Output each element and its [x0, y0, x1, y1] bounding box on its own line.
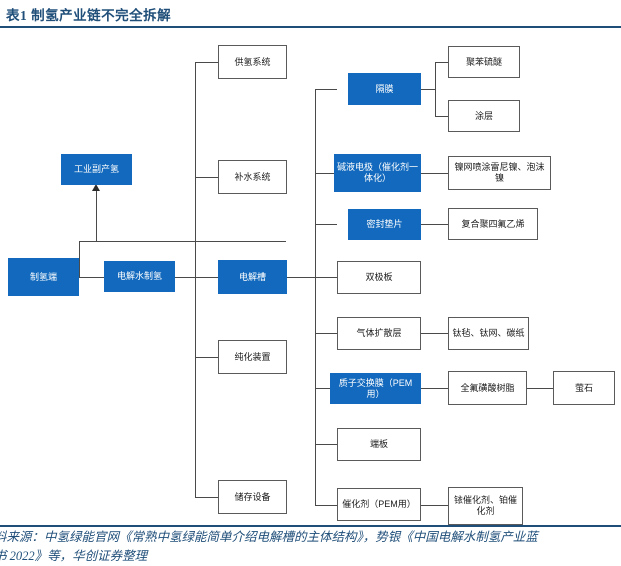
node-iridium-platinum-catalyst[interactable]: 铱催化剂、铂催化剂: [448, 487, 523, 525]
node-nickel-mesh-raney-foam[interactable]: 镍网喷涂雷尼镍、泡沫镍: [448, 156, 551, 190]
node-storage-equipment[interactable]: 储存设备: [218, 480, 287, 514]
branch-l2-1: [195, 177, 219, 178]
node-diaphragm[interactable]: 隔膜: [348, 73, 421, 105]
node-coating[interactable]: 涂层: [448, 100, 520, 132]
branch-l3-2: [315, 224, 337, 225]
connector-root-byproduct-v1: [79, 241, 80, 278]
branch-l2-2: [195, 277, 219, 278]
branch-l2-3: [195, 357, 219, 358]
title-divider: [0, 26, 621, 28]
node-water-replenishment-system[interactable]: 补水系统: [218, 160, 287, 194]
page-title: 表1 制氢产业链不完全拆解: [6, 8, 172, 23]
footer-divider: [0, 525, 621, 527]
node-catalyst-pem[interactable]: 催化剂（PEM用）: [337, 488, 421, 521]
branch-l2-0: [195, 62, 219, 63]
node-perfluorosulfonic-acid-resin[interactable]: 全氟磺酸树脂: [448, 371, 527, 405]
branch-l2-4: [195, 497, 219, 498]
node-electrolyzer[interactable]: 电解槽: [218, 260, 287, 294]
connector-l3-1-l4: [421, 173, 448, 174]
node-fluorite[interactable]: 萤石: [553, 371, 615, 405]
node-end-plate[interactable]: 端板: [337, 428, 421, 461]
connector-membrane-stub: [421, 89, 436, 90]
connector-root-byproduct-h: [79, 241, 286, 242]
node-composite-ptfe[interactable]: 复合聚四氟乙烯: [448, 208, 538, 240]
connector-cell-trunk: [287, 277, 316, 278]
branch-l3-0: [315, 89, 337, 90]
trunk-level3: [315, 89, 316, 505]
connector-electrolysis-trunk: [174, 277, 196, 278]
branch-membrane-1: [435, 116, 448, 117]
connector-l3-2-l4: [421, 224, 448, 225]
node-proton-exchange-membrane[interactable]: 质子交换膜（PEM用）: [330, 373, 421, 404]
source-note-line2: 书 2022》等，华创证券整理: [0, 549, 148, 563]
node-root[interactable]: 制氢端: [8, 258, 79, 296]
branch-l3-1: [315, 173, 337, 174]
branch-l3-7: [315, 505, 337, 506]
branch-l3-6: [315, 444, 337, 445]
arrow-up-icon: [92, 184, 100, 191]
connector-l3-7-l4: [421, 505, 448, 506]
branch-l3-5: [315, 388, 337, 389]
connector-byproduct-v2: [96, 190, 97, 241]
node-polyphenylene-sulfide[interactable]: 聚苯硫醚: [448, 46, 520, 78]
node-bipolar-plate[interactable]: 双极板: [337, 261, 421, 294]
node-alkaline-electrode[interactable]: 碱液电极（催化剂一体化）: [334, 154, 421, 192]
node-hydrogen-supply-system[interactable]: 供氢系统: [218, 45, 287, 79]
connector-l3-5-l4: [421, 388, 448, 389]
source-note-line1: 料来源：中氢绿能官网《常熟中氢绿能简单介绍电解槽的主体结构》，势银《中国电解水制…: [0, 530, 538, 544]
branch-l3-4: [315, 333, 337, 334]
node-water-electrolysis-hydrogen[interactable]: 电解水制氢: [104, 261, 175, 292]
node-gas-diffusion-layer[interactable]: 气体扩散层: [337, 317, 421, 350]
source-note: 料来源：中氢绿能官网《常熟中氢绿能简单介绍电解槽的主体结构》，势银《中国电解水制…: [0, 528, 621, 566]
node-sealing-gasket[interactable]: 密封垫片: [348, 209, 421, 240]
connector-l3-4-l4: [421, 333, 448, 334]
connector-l4-l5: [527, 388, 553, 389]
connector-root-electrolysis: [79, 277, 107, 278]
node-industrial-byproduct-hydrogen[interactable]: 工业副产氢: [61, 154, 132, 185]
branch-membrane-0: [435, 62, 448, 63]
trunk-membrane: [435, 62, 436, 117]
trunk-level2: [195, 62, 196, 497]
node-titanium-felt-mesh-carbon-paper[interactable]: 钛毡、钛网、碳纸: [448, 317, 529, 350]
node-purification-unit[interactable]: 纯化装置: [218, 340, 287, 374]
branch-l3-3: [315, 277, 337, 278]
